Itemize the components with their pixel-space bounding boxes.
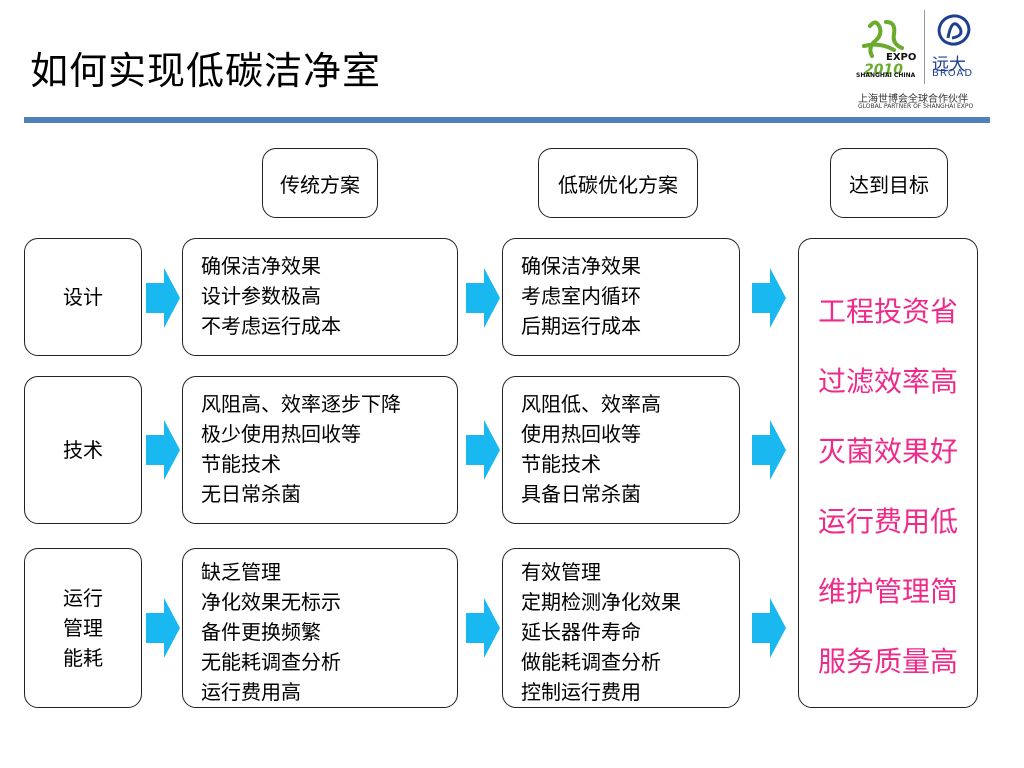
row-label-design: 设计 [24, 238, 142, 356]
list-item: 节能技术 [201, 452, 281, 476]
row-label-line: 管理 [63, 616, 103, 640]
row-label-line: 设计 [63, 285, 103, 309]
traditional-technology: 风阻高、效率逐步下降 极少使用热回收等 节能技术 无日常杀菌 [182, 376, 458, 524]
partner-en-label: GLOBAL PARTNER OF SHANGHAI EXPO [858, 103, 974, 110]
list-item: 使用热回收等 [521, 422, 641, 446]
list-item: 确保洁净效果 [201, 254, 321, 278]
broad-en-label: BROAD [932, 68, 974, 79]
list-item: 设计参数极高 [201, 284, 321, 308]
arrow-right-icon [466, 598, 500, 658]
list-item: 运行费用高 [201, 680, 301, 704]
goal-item: 服务质量高 [817, 645, 958, 678]
list-item: 备件更换频繁 [201, 620, 321, 644]
row-label-line: 技术 [63, 438, 103, 462]
list-item: 考虑室内循环 [521, 284, 641, 308]
goals-panel: 工程投资省 过滤效率高 灭菌效果好 运行费用低 维护管理简 服务质量高 [798, 238, 978, 708]
list-item: 有效管理 [521, 560, 601, 584]
goal-item: 工程投资省 [817, 295, 958, 328]
row-label-line: 运行 [63, 586, 103, 610]
goal-item: 运行费用低 [817, 505, 958, 538]
arrow-right-icon [752, 420, 786, 480]
list-item: 缺乏管理 [201, 560, 281, 584]
list-item: 无能耗调查分析 [201, 650, 341, 674]
arrow-right-icon [752, 268, 786, 328]
list-item: 后期运行成本 [521, 314, 641, 338]
list-item: 风阻高、效率逐步下降 [201, 392, 401, 416]
title-divider [24, 117, 990, 123]
partner-cn-label: 上海世博会全球合作伙伴 [858, 94, 968, 105]
list-item: 做能耗调查分析 [521, 650, 661, 674]
traditional-operation: 缺乏管理 净化效果无标示 备件更换频繁 无能耗调查分析 运行费用高 [182, 548, 458, 708]
list-item: 确保洁净效果 [521, 254, 641, 278]
logo-divider [924, 10, 925, 84]
lowcarbon-operation: 有效管理 定期检测净化效果 延长器件寿命 做能耗调查分析 控制运行费用 [502, 548, 740, 708]
list-item: 不考虑运行成本 [201, 314, 341, 338]
header-traditional: 传统方案 [262, 148, 378, 218]
goal-item: 过滤效率高 [817, 365, 958, 398]
arrow-right-icon [752, 598, 786, 658]
header-lowcarbon: 低碳优化方案 [538, 148, 698, 218]
list-item: 控制运行费用 [521, 680, 641, 704]
list-item: 具备日常杀菌 [521, 482, 641, 506]
page-title: 如何实现低碳洁净室 [30, 49, 382, 93]
broad-cn-label: 远大 [932, 55, 966, 75]
svg-text:2010: 2010 [864, 62, 903, 78]
arrow-right-icon [146, 598, 180, 658]
goal-item: 维护管理简 [817, 575, 958, 608]
arrow-right-icon [146, 268, 180, 328]
lowcarbon-technology: 风阻低、效率高 使用热回收等 节能技术 具备日常杀菌 [502, 376, 740, 524]
header-target: 达到目标 [830, 148, 948, 218]
list-item: 净化效果无标示 [201, 590, 341, 614]
arrow-right-icon [466, 420, 500, 480]
logo-group: EXPO 2010 SHANGHAI CHINA 远大 BROAD 上海世博会全… [850, 6, 990, 112]
expo-logo-icon: EXPO 2010 [862, 20, 916, 78]
list-item: 极少使用热回收等 [201, 422, 361, 446]
traditional-design: 确保洁净效果 设计参数极高 不考虑运行成本 [182, 238, 458, 356]
svg-text:EXPO: EXPO [886, 52, 916, 63]
arrow-right-icon [466, 268, 500, 328]
row-label-line: 能耗 [63, 646, 103, 670]
expo-location-label: SHANGHAI CHINA [856, 72, 916, 79]
row-label-technology: 技术 [24, 376, 142, 524]
list-item: 风阻低、效率高 [521, 392, 661, 416]
list-item: 定期检测净化效果 [521, 590, 681, 614]
list-item: 无日常杀菌 [201, 482, 301, 506]
list-item: 节能技术 [521, 452, 601, 476]
broad-mark-icon [937, 14, 971, 46]
lowcarbon-design: 确保洁净效果 考虑室内循环 后期运行成本 [502, 238, 740, 356]
arrow-right-icon [146, 420, 180, 480]
row-label-operation: 运行 管理 能耗 [24, 548, 142, 708]
goal-item: 灭菌效果好 [817, 435, 958, 468]
list-item: 延长器件寿命 [521, 620, 641, 644]
